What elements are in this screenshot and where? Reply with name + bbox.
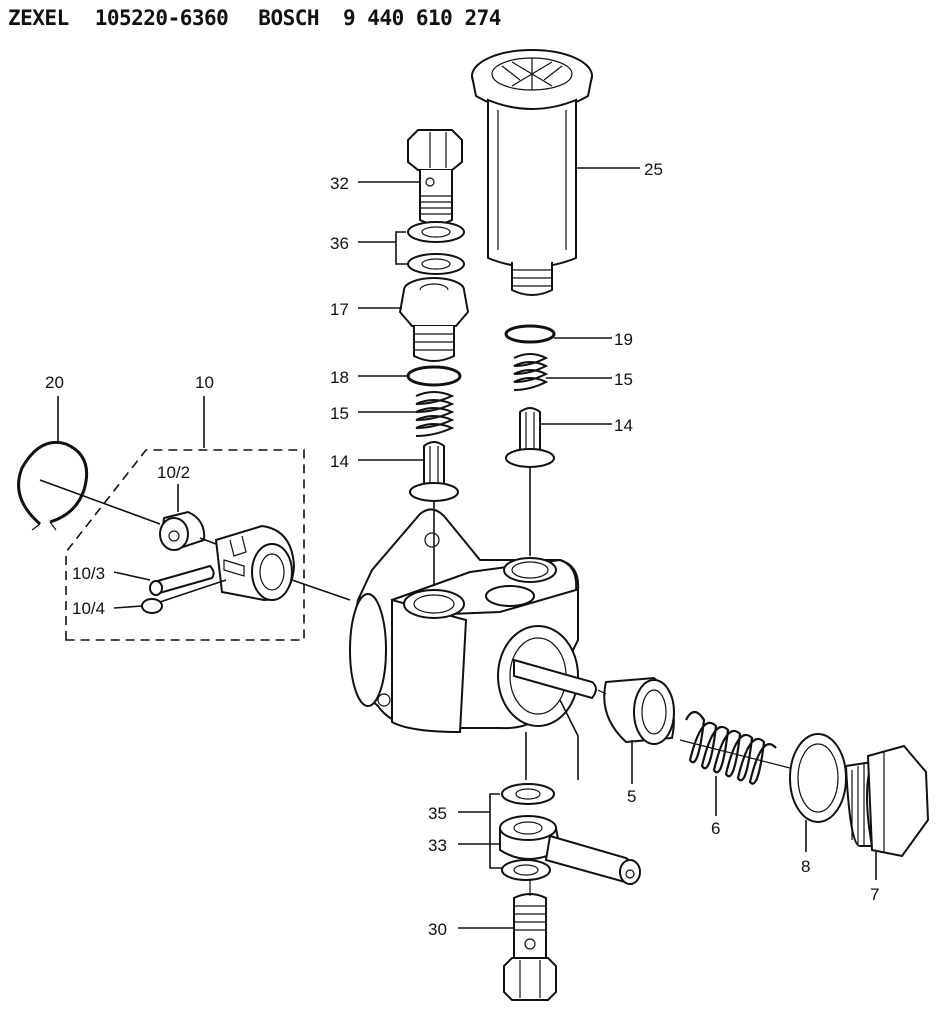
label-6: 6 bbox=[711, 819, 720, 838]
label-10-3: 10/3 bbox=[72, 564, 105, 583]
part-15-spring-right bbox=[513, 353, 549, 391]
drawing-header: ZEXEL 105220-6360 BOSCH 9 440 610 274 bbox=[8, 6, 501, 34]
part-17-connector bbox=[398, 277, 470, 362]
brand-zexel: ZEXEL bbox=[8, 6, 69, 30]
part-33-banjo-fitting bbox=[499, 815, 641, 886]
part-6-spring bbox=[685, 710, 777, 785]
part-18-o-ring bbox=[406, 365, 462, 387]
label-10-2: 10/2 bbox=[157, 463, 190, 482]
label-17: 17 bbox=[330, 300, 349, 319]
part-10-2-roller bbox=[159, 510, 206, 551]
label-18: 18 bbox=[330, 368, 349, 387]
pump-housing bbox=[349, 508, 597, 734]
label-15-right: 15 bbox=[614, 370, 633, 389]
part-10-3-pin bbox=[149, 564, 215, 596]
label-20: 20 bbox=[45, 373, 64, 392]
part-14-valve-right bbox=[505, 407, 555, 468]
label-25: 25 bbox=[644, 160, 663, 179]
part-36-gaskets bbox=[407, 221, 465, 275]
label-33: 33 bbox=[428, 836, 447, 855]
part-20-circlip bbox=[17, 441, 89, 531]
part-15-spring-left bbox=[415, 391, 455, 437]
label-5: 5 bbox=[627, 787, 636, 806]
part-30-banjo-bolt bbox=[503, 893, 557, 1001]
part-10-tappet bbox=[214, 524, 296, 602]
part-8-gasket bbox=[789, 733, 847, 823]
part-14-valve-left bbox=[409, 441, 459, 502]
brand-bosch: BOSCH bbox=[258, 6, 320, 30]
label-30: 30 bbox=[428, 920, 447, 939]
label-36: 36 bbox=[330, 234, 349, 253]
label-8: 8 bbox=[801, 857, 810, 876]
part-35-washers bbox=[501, 783, 555, 881]
label-32: 32 bbox=[330, 174, 349, 193]
part-10-assembly-box bbox=[65, 449, 305, 641]
part-number-bosch: 9 440 610 274 bbox=[343, 6, 501, 30]
label-35: 35 bbox=[428, 804, 447, 823]
part-7-plug bbox=[844, 744, 930, 858]
label-7: 7 bbox=[870, 885, 879, 904]
label-15-left: 15 bbox=[330, 404, 349, 423]
label-14-right: 14 bbox=[614, 416, 633, 435]
label-10: 10 bbox=[195, 373, 214, 392]
part-25-primer-pump bbox=[471, 49, 593, 296]
part-19-o-ring bbox=[504, 324, 556, 344]
label-19: 19 bbox=[614, 330, 633, 349]
part-5-sleeve bbox=[603, 676, 675, 745]
part-number-zexel: 105220-6360 bbox=[94, 6, 229, 30]
label-10-4: 10/4 bbox=[72, 599, 105, 618]
part-10-4-clip bbox=[141, 579, 227, 614]
label-14-left: 14 bbox=[330, 452, 349, 471]
part-32-banjo-bolt bbox=[407, 129, 463, 225]
